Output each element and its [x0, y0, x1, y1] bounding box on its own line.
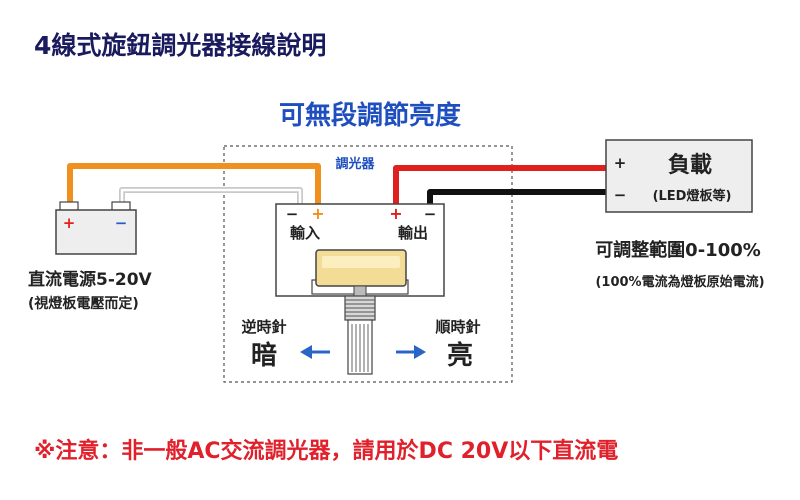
warning-note: ※注意：非一般AC交流調光器，請用於DC 20V以下直流電 [34, 438, 618, 464]
output-minus-sign: − [424, 205, 437, 223]
ccw-word: 暗 [251, 341, 277, 371]
input-plus-sign: + [311, 204, 324, 223]
output-label: 輸出 [398, 224, 428, 242]
dimmer-label: 調光器 [335, 156, 375, 172]
load-box [605, 139, 753, 213]
output-plus-sign: + [389, 204, 402, 223]
load-note: (LED燈板等) [653, 188, 732, 204]
power-note: (視燈板電壓而定) [28, 295, 139, 312]
cw-word: 亮 [447, 340, 473, 371]
load-plus-sign: + [614, 154, 627, 172]
dimmer-boundary [223, 145, 513, 383]
battery [55, 201, 137, 255]
range-note: (100%電流為燈板原始電流) [595, 274, 764, 290]
knob-shaft [344, 295, 376, 375]
arrow-right-icon [396, 345, 426, 359]
input-plus-wire [67, 163, 321, 206]
input-minus-wire [119, 187, 303, 206]
ccw-label: 逆時針 [241, 318, 286, 336]
output-plus-wire [393, 165, 608, 206]
page-title: 4線式旋鈕調光器接線說明 [34, 31, 326, 60]
cw-label: 順時針 [434, 318, 480, 336]
subtitle: 可無段調節亮度 [279, 100, 461, 131]
output-minus-wire [427, 189, 608, 206]
power-label: 直流電源5-20V [28, 269, 153, 290]
load-label: 負載 [668, 152, 712, 178]
input-minus-sign: − [286, 205, 299, 223]
battery-plus-sign: + [63, 214, 76, 232]
range-label: 可調整範圍0-100% [595, 239, 761, 261]
arrow-left-icon [300, 345, 330, 359]
input-minus-wire-core [120, 188, 302, 206]
battery-minus-sign: − [115, 214, 128, 232]
input-label: 輸入 [290, 224, 320, 242]
load-minus-sign: − [614, 186, 627, 204]
potentiometer [311, 249, 409, 297]
